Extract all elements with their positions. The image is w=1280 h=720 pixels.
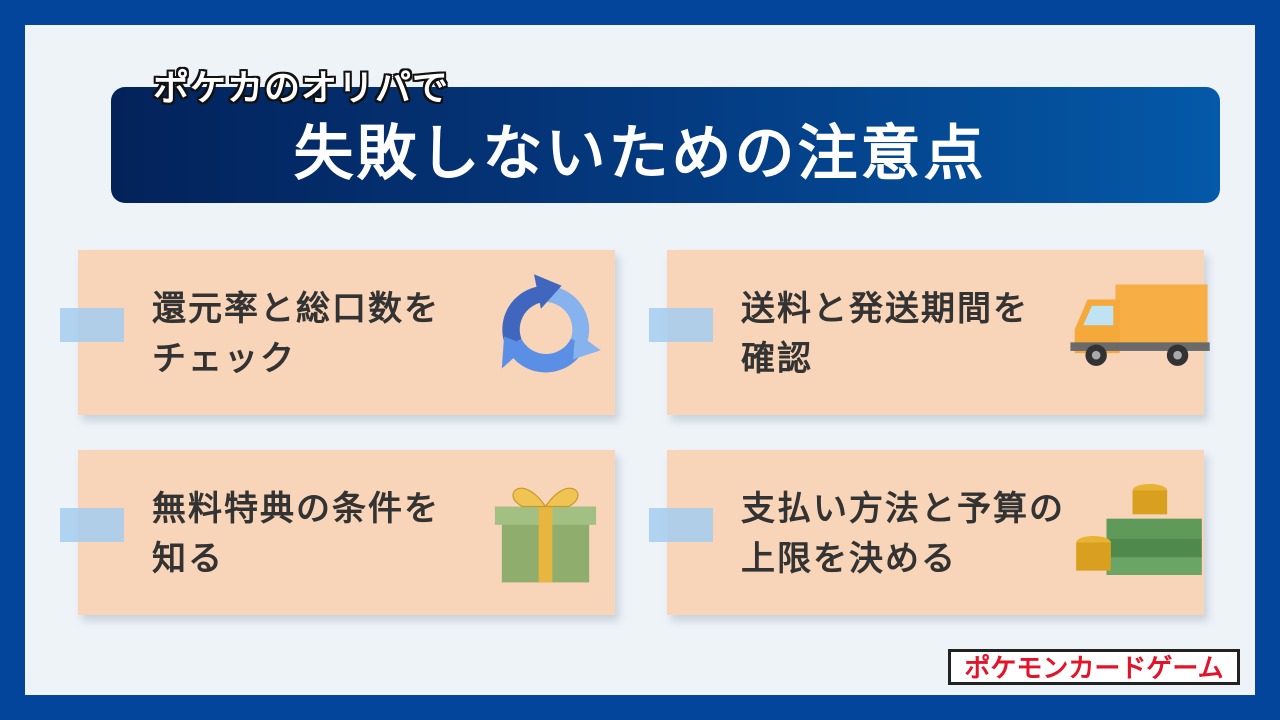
card-text: 送料と発送期間を 確認	[741, 289, 1029, 379]
tape-decoration	[649, 508, 713, 542]
card-payment-budget: 支払い方法と予算の 上限を決める	[649, 450, 1204, 615]
page-title: 失敗しないための注意点	[293, 119, 987, 189]
subtitle: ポケカのオリパで	[153, 68, 450, 109]
content-panel: ポケカのオリパで 失敗しないための注意点 還元率と総口数を チェック 送料と発送…	[25, 25, 1255, 695]
cycle-arrows-icon	[501, 274, 601, 373]
card-text: 支払い方法と予算の 上限を決める	[741, 489, 1065, 579]
title-banner	[111, 87, 1220, 203]
card-return-rate: 還元率と総口数を チェック	[60, 250, 615, 415]
pokemon-card-game-logo: ポケモンカードゲーム	[948, 649, 1240, 685]
money-coins-icon	[1076, 484, 1202, 575]
tape-decoration	[60, 508, 124, 542]
card-text: 無料特典の条件を 知る	[152, 489, 440, 579]
tape-decoration	[60, 308, 124, 342]
tape-decoration	[649, 308, 713, 342]
card-free-bonus: 無料特典の条件を 知る	[60, 450, 615, 615]
gift-box-icon	[494, 487, 597, 583]
svg-text:ポケモンカードゲーム: ポケモンカードゲーム	[964, 653, 1223, 684]
card-text: 還元率と総口数を チェック	[152, 289, 440, 379]
delivery-truck-icon	[1070, 284, 1210, 366]
card-shipping: 送料と発送期間を 確認	[649, 250, 1210, 415]
